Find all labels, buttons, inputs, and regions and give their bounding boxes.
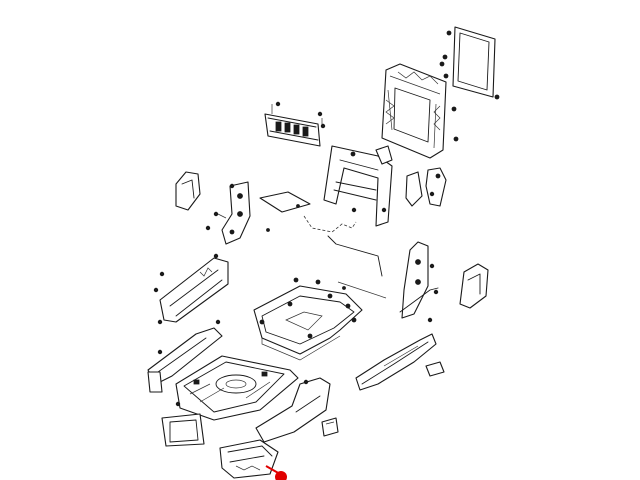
- lumbar-support: [264, 101, 326, 147]
- seat-cushion-pan: [253, 277, 387, 361]
- mounting-plate: [259, 191, 311, 213]
- side-rail-left: [153, 253, 229, 325]
- trim-bracket-right: [405, 167, 447, 207]
- side-shield-upper-left: [175, 171, 201, 211]
- recliner-frame: [323, 145, 393, 227]
- side-shield-front-left: [147, 319, 223, 393]
- retaining-clip: [321, 417, 339, 437]
- track-bracket: [161, 413, 205, 447]
- seat-track-base: [175, 355, 305, 421]
- recliner-bracket-left: [205, 181, 251, 245]
- seat-back-panel: [442, 26, 500, 100]
- highlighted-seat-adjuster-part: [219, 439, 287, 480]
- seat-back-frame: [381, 61, 459, 159]
- side-shield-right: [459, 263, 489, 309]
- recliner-bracket-right: [399, 241, 439, 319]
- front-trim-cover: [255, 377, 331, 443]
- highlight-marker[interactable]: [275, 471, 287, 480]
- wire-rod: [266, 215, 383, 277]
- side-shield-front-right: [355, 317, 445, 391]
